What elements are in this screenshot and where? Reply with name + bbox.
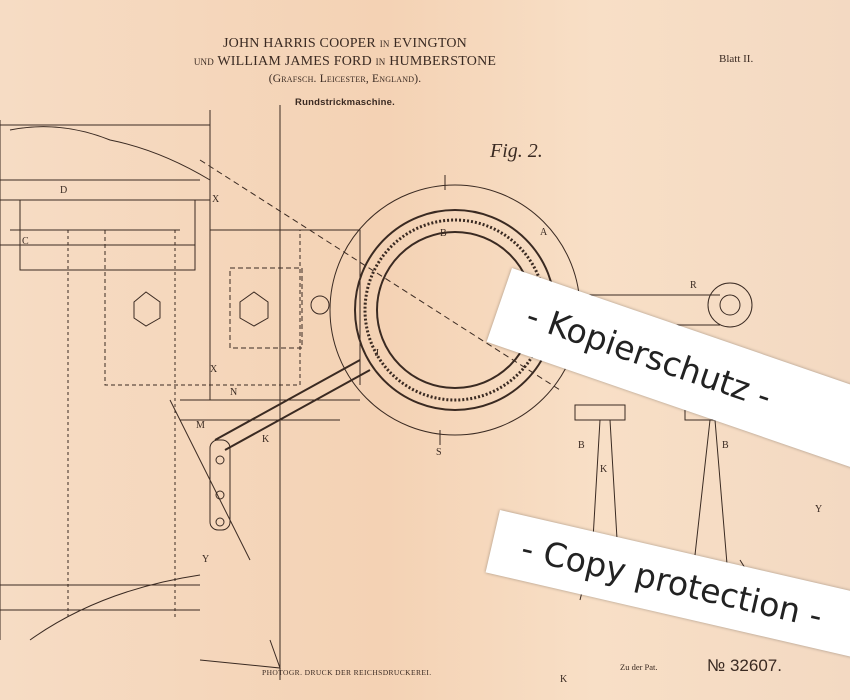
- inventor-line-2: UND WILLIAM JAMES FORD IN HUMBERSTONE: [193, 54, 497, 69]
- drawing-letter: K: [560, 674, 568, 685]
- drawing-letter: X: [212, 194, 220, 205]
- patent-reference: Zu der Pat.: [620, 662, 658, 672]
- drawing-letter: J: [375, 348, 379, 359]
- drawing-letter: M: [196, 420, 205, 431]
- machine-frame: [0, 105, 561, 680]
- drawing-letter: B: [578, 440, 585, 451]
- drawing-letter: Y: [202, 554, 209, 565]
- drawing-letter: S: [436, 447, 442, 458]
- inventor-line-1: JOHN HARRIS COOPER IN EVINGTON: [223, 36, 467, 51]
- location-line: (Grafsch. Leicester, England).: [268, 73, 422, 85]
- drawing-letter: N: [230, 387, 237, 398]
- drawing-letter: D: [60, 185, 67, 196]
- drawing-letter: K: [262, 434, 270, 445]
- drawing-letter: X: [210, 364, 218, 375]
- sheet-number: Blatt II.: [719, 53, 754, 65]
- drawing-letter: R: [690, 280, 697, 291]
- patent-number: № 32607.: [707, 656, 782, 675]
- drawing-letter: K: [600, 464, 608, 475]
- drawing-letter: Y: [815, 504, 822, 515]
- patent-header: JOHN HARRIS COOPER IN EVINGTON UND WILLI…: [145, 35, 545, 111]
- patent-title: Rundstrickmaschine.: [295, 97, 395, 108]
- drawing-letter: B: [440, 228, 447, 239]
- drawing-letter: A: [540, 227, 548, 238]
- drawing-letter: B: [722, 440, 729, 451]
- printer-credit: PHOTOGR. DRUCK DER REICHSDRUCKEREI.: [262, 668, 432, 677]
- drawing-letter: C: [22, 236, 29, 247]
- drawing-letters: X X Y C D B A S J R K M N B B K K Y: [22, 185, 822, 685]
- figure-label: Fig. 2.: [490, 140, 543, 162]
